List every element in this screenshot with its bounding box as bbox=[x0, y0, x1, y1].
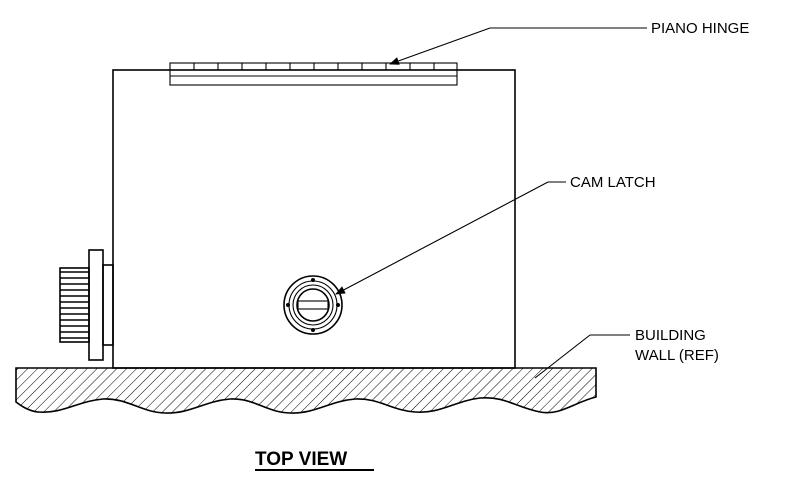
cam-latch bbox=[283, 275, 343, 335]
leader-cam-latch bbox=[335, 181, 566, 295]
cam-latch-label: CAM LATCH bbox=[570, 174, 656, 191]
view-title: TOP VIEW bbox=[255, 449, 347, 470]
building-wall-label-line1: BUILDING bbox=[635, 327, 706, 344]
enclosure-body bbox=[112, 69, 516, 369]
building-wall-label-line2: WALL (REF) bbox=[635, 347, 719, 364]
building-wall bbox=[15, 367, 597, 414]
leader-piano-hinge bbox=[389, 27, 647, 65]
piano-hinge bbox=[169, 62, 458, 86]
leader-building-wall bbox=[534, 334, 630, 379]
piano-hinge-label: PIANO HINGE bbox=[651, 20, 749, 37]
conduit-fitting bbox=[59, 249, 114, 361]
